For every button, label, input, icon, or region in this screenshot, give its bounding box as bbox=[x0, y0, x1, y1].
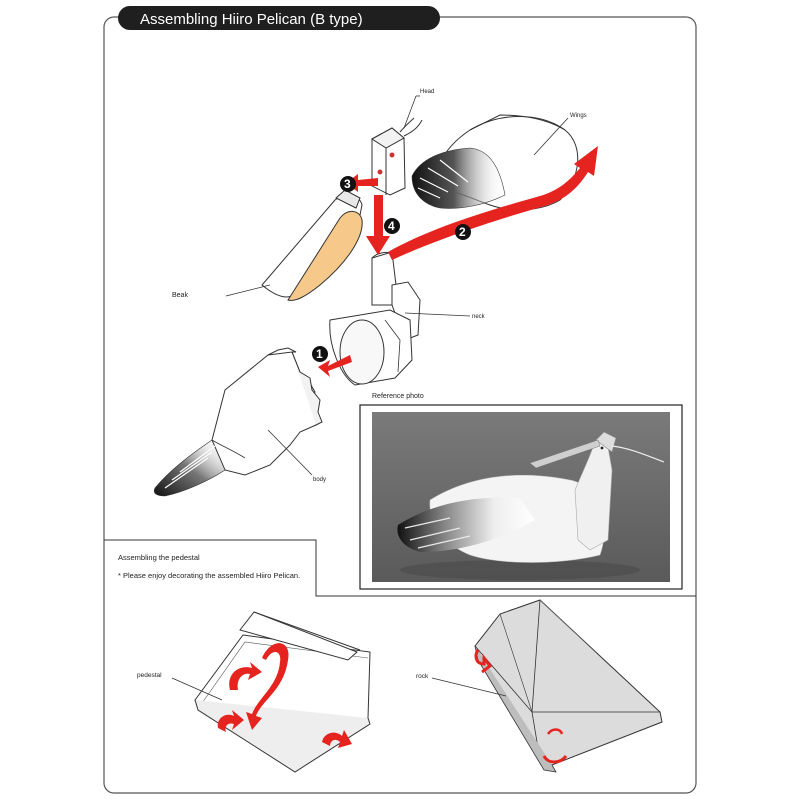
wings-part bbox=[411, 114, 579, 211]
step-badge-icon: 3 bbox=[340, 176, 356, 192]
pedestal-heading: Assembling the pedestal bbox=[118, 553, 200, 562]
head-part bbox=[371, 117, 423, 196]
curl-arrow-icon bbox=[229, 662, 262, 690]
step-badge-icon: 2 bbox=[455, 224, 471, 240]
step-number: 2 bbox=[459, 225, 466, 239]
title-banner: Assembling Hiiro Pelican (B type) bbox=[118, 6, 440, 30]
page-title: Assembling Hiiro Pelican (B type) bbox=[140, 11, 363, 28]
red-arrow-icon bbox=[388, 146, 598, 260]
reference-photo-frame bbox=[359, 404, 683, 590]
neck-part bbox=[329, 251, 421, 386]
step-badge-icon: 4 bbox=[384, 218, 400, 234]
body-part bbox=[153, 347, 323, 497]
pedestal-part bbox=[194, 611, 371, 773]
step-number: 4 bbox=[388, 219, 395, 233]
red-arrow-icon bbox=[366, 195, 390, 255]
pedestal-label: pedestal bbox=[137, 672, 162, 679]
step-number: 1 bbox=[316, 347, 323, 361]
wings-label: Wings bbox=[570, 113, 587, 119]
curl-arrow-icon bbox=[546, 728, 564, 735]
step-number: 3 bbox=[344, 177, 351, 191]
rock-part bbox=[474, 599, 663, 773]
curl-arrow-icon bbox=[542, 754, 568, 764]
step-badge-icon: 1 bbox=[312, 346, 328, 362]
head-label: Head bbox=[420, 89, 434, 95]
curl-arrow-icon bbox=[217, 710, 244, 732]
rock-label: rock bbox=[416, 673, 429, 680]
reference-photo-label: Reference photo bbox=[372, 393, 424, 400]
pedestal-section-border bbox=[104, 539, 696, 597]
red-arrow-icon bbox=[318, 355, 352, 377]
curl-arrow-icon bbox=[322, 730, 352, 748]
body-label: body bbox=[313, 477, 326, 483]
reference-photo bbox=[372, 412, 670, 582]
beak-label: Beak bbox=[172, 292, 188, 299]
beak-part bbox=[261, 189, 363, 301]
neck-label: neck bbox=[472, 314, 486, 320]
curl-arrow-icon bbox=[474, 649, 493, 674]
pedestal-note: * Please enjoy decorating the assembled … bbox=[118, 571, 300, 580]
curl-arrow-icon bbox=[246, 643, 289, 730]
